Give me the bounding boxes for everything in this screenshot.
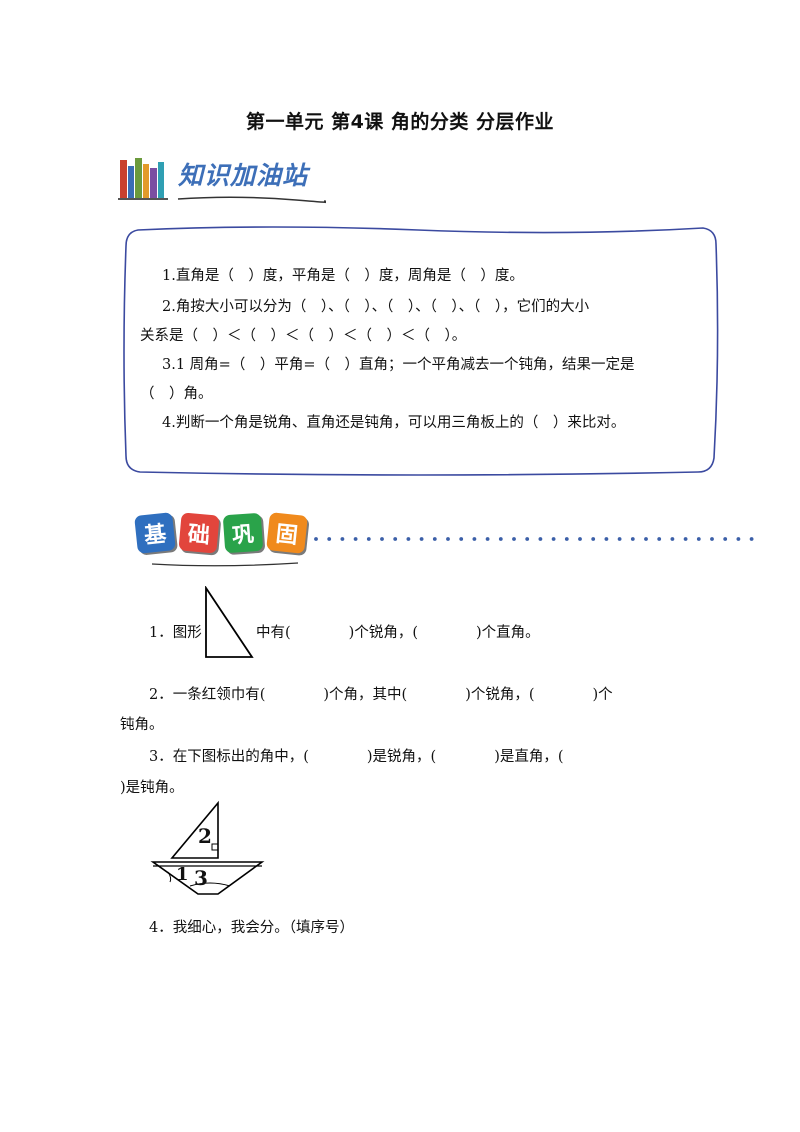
divider-dot [512, 537, 516, 541]
divider-dot [591, 537, 596, 541]
divider-dot [670, 537, 675, 541]
question-1-prefix: 1．图形 [149, 625, 202, 641]
question-3-line-2: )是钝角。 [120, 780, 184, 796]
angle-label-3: 3 [194, 866, 208, 890]
divider-dot [472, 537, 477, 541]
knowledge-line-3: 关系是（ ）＜（ ）＜（ ）＜（ ）＜（ ）。 [140, 328, 467, 344]
basics-underline [150, 555, 300, 567]
divider-dot [446, 537, 450, 541]
knowledge-line-4: 3.1 周角=（ ）平角=（ ）直角；一个平角减去一个钝角，结果一定是 [162, 357, 635, 373]
divider-dot [314, 537, 318, 541]
knowledge-line-6: 4.判断一个角是锐角、直角还是钝角，可以用三角板上的（ ）来比对。 [162, 415, 626, 431]
divider-dot [353, 537, 358, 541]
divider-dot [498, 537, 503, 541]
tile-gong: 巩 [222, 512, 264, 554]
divider-dot [644, 537, 648, 541]
knowledge-line-2: 2.角按大小可以分为（ ）、（ ）、（ ）、（ ）、（ ），它们的大小 [162, 299, 590, 315]
divider-dot [578, 537, 582, 541]
divider-dot [380, 537, 384, 541]
divider-dot [696, 537, 701, 541]
question-1-suffix: 中有( )个锐角，( )个直角。 [256, 625, 540, 641]
angle-label-2: 2 [198, 824, 212, 848]
divider-dot [604, 537, 609, 541]
question-3-line-1: 3．在下图标出的角中，( )是锐角，( )是直角，( [149, 749, 564, 765]
divider-dot [538, 537, 543, 541]
question-2-line-2: 钝角。 [120, 717, 164, 733]
tile-ji: 基 [134, 512, 176, 554]
knowledge-line-1: 1.直角是（ ）度，平角是（ ）度，周角是（ ）度。 [162, 268, 524, 284]
banner-underline [176, 190, 336, 204]
angle-label-1: 1 [176, 864, 189, 885]
divider-dot [525, 537, 530, 541]
divider-dot [617, 537, 622, 541]
section-heading-knowledge: 知识加油站 [178, 161, 309, 190]
question-2-line-1: 2．一条红领巾有( )个角，其中( )个锐角，( )个 [149, 687, 613, 703]
right-triangle-figure [203, 585, 255, 660]
knowledge-line-5: （ ）角。 [140, 386, 213, 402]
tile-chu: 础 [178, 512, 220, 554]
divider-dot [736, 537, 741, 541]
divider-dot [710, 537, 714, 541]
knowledge-box-frame [118, 222, 722, 480]
question-4: 4．我细心，我会分。（填序号） [149, 920, 354, 936]
divider-dot [551, 537, 556, 541]
divider-dot [366, 537, 371, 541]
divider-dot [459, 537, 464, 541]
divider-dot [485, 537, 490, 541]
angles-figure [150, 800, 268, 896]
divider-dot [419, 537, 424, 541]
tile-gu: 固 [266, 512, 308, 554]
divider-dot [393, 537, 398, 541]
divider-dot [749, 537, 754, 541]
divider-dot [683, 537, 688, 541]
books-icon [118, 156, 170, 200]
divider-dot [406, 537, 411, 541]
section-heading-basics: 基 础 巩 固 [134, 512, 308, 554]
divider-dot [564, 537, 569, 541]
divider-dot [340, 537, 345, 541]
divider-dot [432, 537, 437, 541]
divider-dot [723, 537, 728, 541]
divider-dot [657, 537, 662, 541]
divider-dot [630, 537, 635, 541]
divider-dot [327, 537, 332, 541]
page-title: 第一单元 第4课 角的分类 分层作业 [245, 111, 555, 133]
dotted-divider [312, 528, 767, 541]
